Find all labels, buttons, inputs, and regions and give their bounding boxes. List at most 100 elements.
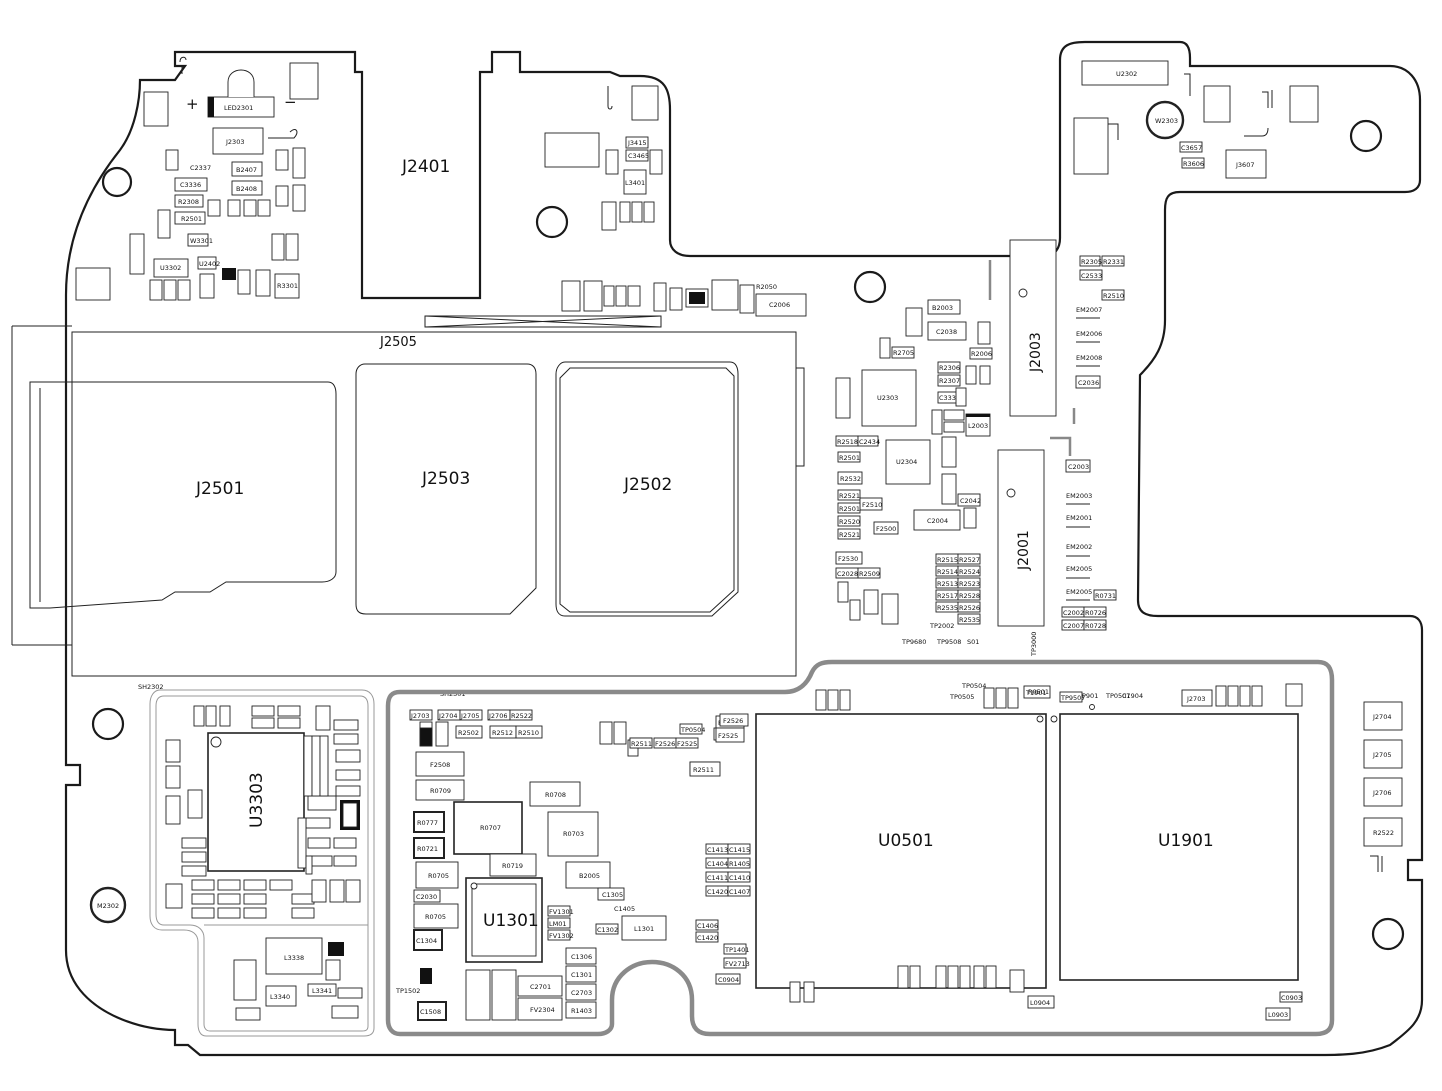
comp-small [165, 149, 179, 171]
comp-c1411 [565, 947, 597, 965]
label-f2530: F2530 [838, 555, 858, 563]
label-c2002: C2002 [1063, 609, 1084, 617]
label-em2006: EM2006 [1076, 330, 1102, 338]
label-r1405: C1302 [597, 926, 618, 934]
comp-j3305 [289, 62, 319, 100]
comp-j2001-dot [1006, 488, 1016, 498]
svg-text:R2517: R2517 [937, 592, 958, 600]
svg-text:FV2713: FV2713 [725, 960, 750, 968]
svg-text:TP0504: TP0504 [680, 726, 705, 734]
label-u2302: U2302 [1116, 70, 1137, 78]
label-j2706: R2522 [1373, 829, 1394, 837]
comp-small [931, 409, 943, 435]
frame-slot-x [424, 315, 662, 328]
comp-small [643, 201, 655, 223]
svg-text:R2512: R2512 [492, 729, 513, 737]
comp-r2400 [583, 280, 603, 312]
comp-l2003-fill [966, 414, 990, 417]
label-em2007: EM2007 [1076, 306, 1102, 314]
comp-r2006 [969, 347, 993, 360]
card-slot-j2502-inner [559, 367, 735, 613]
svg-text:C1413: C1413 [707, 846, 728, 854]
label-c1305: R0709 [430, 787, 451, 795]
label-c1420b: R1403 [571, 1007, 592, 1015]
label-r1403: C1305 [602, 891, 623, 899]
comp-c3502 [235, 1007, 261, 1021]
comp-small [963, 507, 977, 529]
comp-small [342, 802, 358, 828]
label-m2302: M2302 [97, 902, 119, 910]
comp-c5580 [233, 959, 257, 1001]
label-fv2713: C1508 [420, 1008, 441, 1016]
label-tp0504: TP0504 [961, 682, 986, 690]
svg-text:J2706: J2706 [488, 712, 507, 720]
comp-c2003 [1065, 459, 1091, 473]
comp-c1305 [415, 779, 465, 801]
comp-j2001 [997, 449, 1045, 627]
comp-c3336 [174, 177, 208, 192]
frame-side-tab [795, 367, 805, 467]
comp-small [149, 279, 163, 301]
label-l3401: C3465 [628, 152, 649, 160]
label-r2705: R2705 [893, 349, 914, 357]
comp-small [257, 199, 271, 217]
label-tp2002: TP2002 [929, 622, 954, 630]
comp-bg3600 [544, 132, 600, 168]
label-r2521: R2521 [839, 492, 860, 500]
comp-u2303 [861, 369, 917, 427]
label-p901: TP0507 [1105, 692, 1130, 700]
label-u3500: L3340 [270, 993, 290, 1001]
mount-hole [853, 270, 887, 304]
comp-small [649, 149, 663, 175]
svg-text:C0904: C0904 [718, 976, 739, 984]
comp-r0731 [1093, 589, 1117, 601]
label-c1407: C2701 [530, 983, 551, 991]
label-tp0507: C1904 [1122, 692, 1143, 700]
comp-c1508 [621, 915, 667, 941]
label-tp3000: TP3000 [1030, 632, 1038, 657]
label-c2337: C2337 [190, 164, 211, 172]
svg-text:R2535: R2535 [937, 604, 958, 612]
label-c2030: F2526 [723, 717, 743, 725]
comp-r2521 [837, 489, 861, 501]
label-j2502: J2502 [623, 475, 672, 495]
label-r2509: R2509 [859, 570, 880, 578]
clip-hook [1244, 127, 1269, 137]
comp-l1301 [453, 801, 523, 855]
comp-r2331 [1101, 255, 1125, 267]
label-c2003: C2003 [1068, 463, 1089, 471]
label-r2501c: R2501 [839, 505, 860, 513]
comp-black [222, 268, 236, 280]
comp-u2302 [1081, 60, 1169, 86]
comp-b2008 [739, 284, 755, 314]
card-slot-j2502 [555, 361, 739, 617]
comp-r2532 [837, 471, 863, 485]
comp-j2705 [1363, 777, 1403, 807]
comp-c1404 [547, 929, 571, 941]
comp-c2036 [1075, 375, 1101, 389]
label-r2501b: R2501 [839, 454, 860, 462]
label-r2501: R2501 [181, 215, 202, 223]
comp-c2701 [413, 903, 459, 929]
label-c2036: C2036 [1078, 379, 1099, 387]
mount-hole [535, 205, 569, 239]
comp-small [615, 285, 627, 307]
label-r2006: R2006 [971, 350, 992, 358]
svg-text:TP1401: TP1401 [724, 946, 749, 954]
comp-f2701 [331, 1005, 359, 1019]
comp-small [863, 589, 879, 615]
clip-hook [1108, 123, 1119, 140]
comp-c3503 [307, 983, 337, 997]
comp-small [627, 285, 641, 307]
comp-b2003 [927, 299, 961, 315]
comp-small [275, 185, 289, 207]
svg-text:R2515: R2515 [937, 556, 958, 564]
label-j2001: J2001 [1016, 530, 1032, 571]
comp-r2501c [837, 502, 861, 514]
label-c1410: C1301 [571, 971, 592, 979]
comp-r2431 [292, 147, 306, 179]
comp-small [157, 209, 171, 239]
comp-r0728 [1083, 619, 1107, 631]
comp-small [163, 279, 177, 301]
label-r0731: R0731 [1095, 592, 1116, 600]
